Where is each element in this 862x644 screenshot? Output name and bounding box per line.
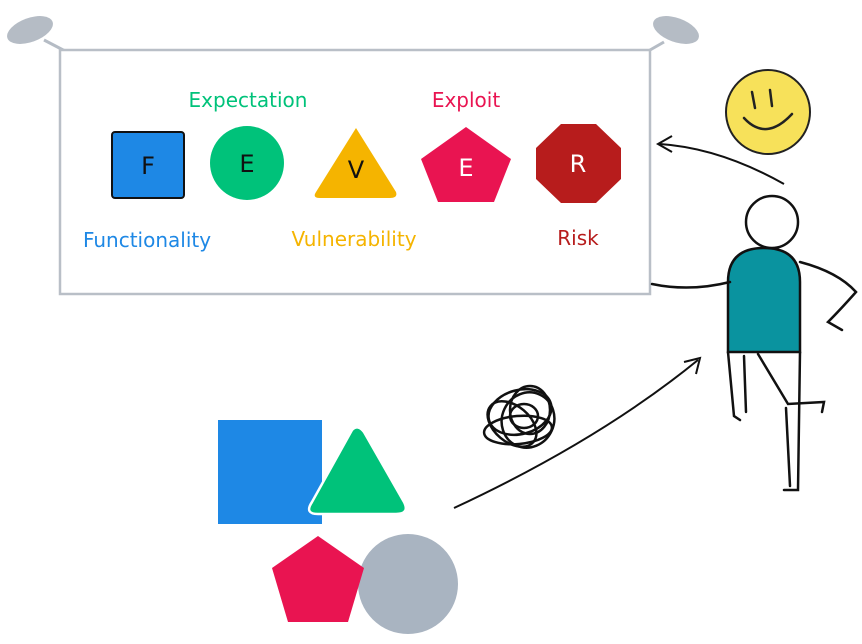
letter-f: F bbox=[141, 152, 155, 180]
smiley-face-icon bbox=[725, 69, 811, 155]
letter-e-pentagon bbox=[421, 127, 511, 202]
pile-triangle bbox=[307, 426, 407, 516]
pile-square bbox=[218, 420, 322, 524]
letter-v-triangle bbox=[314, 128, 397, 198]
label-functionality: Functionality bbox=[83, 228, 211, 252]
label-vulnerability: Vulnerability bbox=[291, 227, 416, 251]
letter-e-second: E bbox=[458, 154, 473, 182]
letter-f-square bbox=[111, 131, 185, 199]
arrow-to-person-icon bbox=[453, 356, 702, 509]
label-expectation: Expectation bbox=[189, 88, 308, 112]
letter-e-first: E bbox=[239, 150, 254, 178]
pile-pentagon bbox=[272, 536, 364, 622]
letter-r-octagon bbox=[536, 124, 621, 203]
label-risk: Risk bbox=[557, 226, 599, 250]
letter-e-circle bbox=[210, 126, 284, 200]
letter-r: R bbox=[570, 150, 587, 178]
arrow-to-banner-icon bbox=[655, 135, 785, 185]
pile-gray-circle bbox=[358, 534, 458, 634]
letter-v: V bbox=[348, 156, 365, 184]
tangled-scribble-icon bbox=[482, 384, 556, 449]
stick-figure-icon bbox=[650, 194, 858, 492]
label-exploit: Exploit bbox=[432, 88, 501, 112]
